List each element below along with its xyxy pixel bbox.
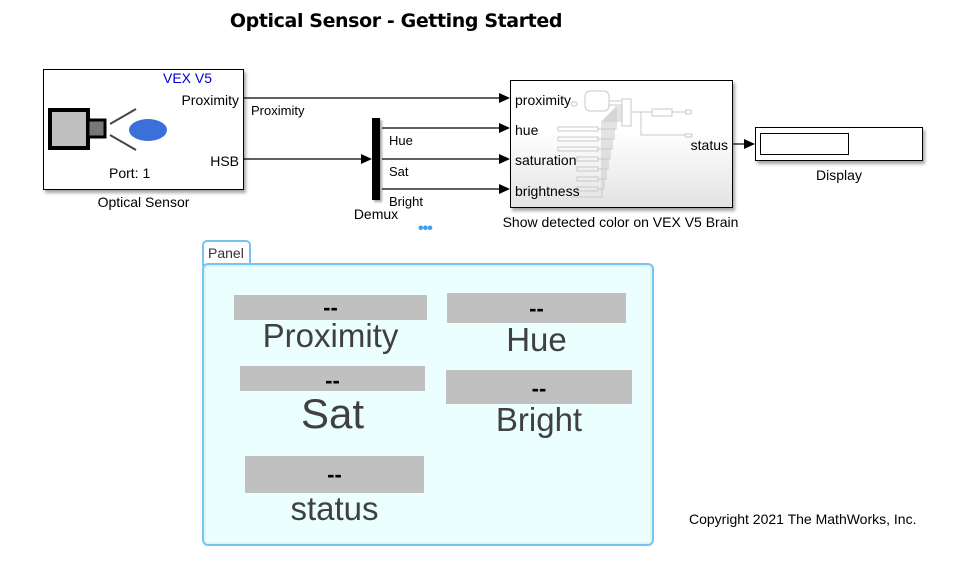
subsystem-input-brightness: brightness	[515, 183, 580, 199]
optical-sensor-icon	[48, 108, 167, 151]
optical-sensor-block[interactable]: VEX V5 Proximity HSB Port: 1	[43, 69, 244, 190]
display-proximity-label: Proximity	[262, 317, 399, 354]
display-status-label: status	[290, 490, 379, 527]
display-bright-label: Bright	[495, 401, 583, 438]
signal-label-hue[interactable]: Hue	[389, 133, 413, 148]
optical-sensor-name[interactable]: Optical Sensor	[97, 194, 190, 210]
signal-label-bright[interactable]: Bright	[389, 194, 423, 209]
arrow-proximity	[499, 93, 510, 103]
demux-block[interactable]	[372, 118, 380, 200]
lens-ellipse	[129, 119, 167, 141]
panel-tab[interactable]: Panel	[202, 240, 251, 266]
display-hue-value[interactable]: --	[447, 293, 626, 323]
panel-tab-label: Panel	[208, 245, 244, 261]
copyright-annotation: Copyright 2021 The MathWorks, Inc.	[689, 511, 917, 527]
subsystem-preview-icon	[557, 90, 693, 198]
arrow-status	[744, 139, 755, 149]
subsystem-block[interactable]: proximity hue saturation brightness stat…	[510, 80, 733, 208]
display-block[interactable]	[755, 127, 923, 161]
sensor-port-text: Port: 1	[109, 165, 151, 181]
arrow-hsb	[361, 154, 372, 164]
sensor-header-label: VEX V5	[163, 70, 213, 86]
model-title: Optical Sensor - Getting Started	[0, 10, 800, 32]
display-status-value[interactable]: --	[245, 456, 424, 493]
more-options-icon[interactable]: •••	[418, 220, 433, 237]
subsystem-name[interactable]: Show detected color on VEX V5 Brain	[502, 214, 739, 230]
arrow-bright	[499, 184, 510, 194]
sensor-output-proximity: Proximity	[181, 92, 239, 108]
model-title-text: Optical Sensor - Getting Started	[229, 10, 563, 32]
display-proximity-value[interactable]: --	[234, 295, 427, 320]
display-sat-label: Sat	[300, 390, 365, 437]
display-bright-value[interactable]: --	[446, 370, 632, 404]
arrow-sat	[499, 154, 510, 164]
subsystem-output-status: status	[690, 137, 728, 153]
signal-label-sat[interactable]: Sat	[389, 164, 409, 179]
subsystem-input-proximity: proximity	[515, 92, 572, 108]
arrow-hue	[499, 123, 510, 133]
display-value-field	[760, 133, 849, 155]
demux-name[interactable]: Demux	[353, 206, 399, 222]
display-name[interactable]: Display	[816, 167, 862, 183]
subsystem-input-hue: hue	[515, 122, 539, 138]
sensor-output-hsb: HSB	[210, 153, 239, 169]
display-hue-label: Hue	[506, 321, 567, 358]
display-sat-value[interactable]: --	[240, 366, 425, 393]
signal-label-proximity[interactable]: Proximity	[251, 103, 305, 118]
subsystem-input-saturation: saturation	[515, 152, 577, 168]
